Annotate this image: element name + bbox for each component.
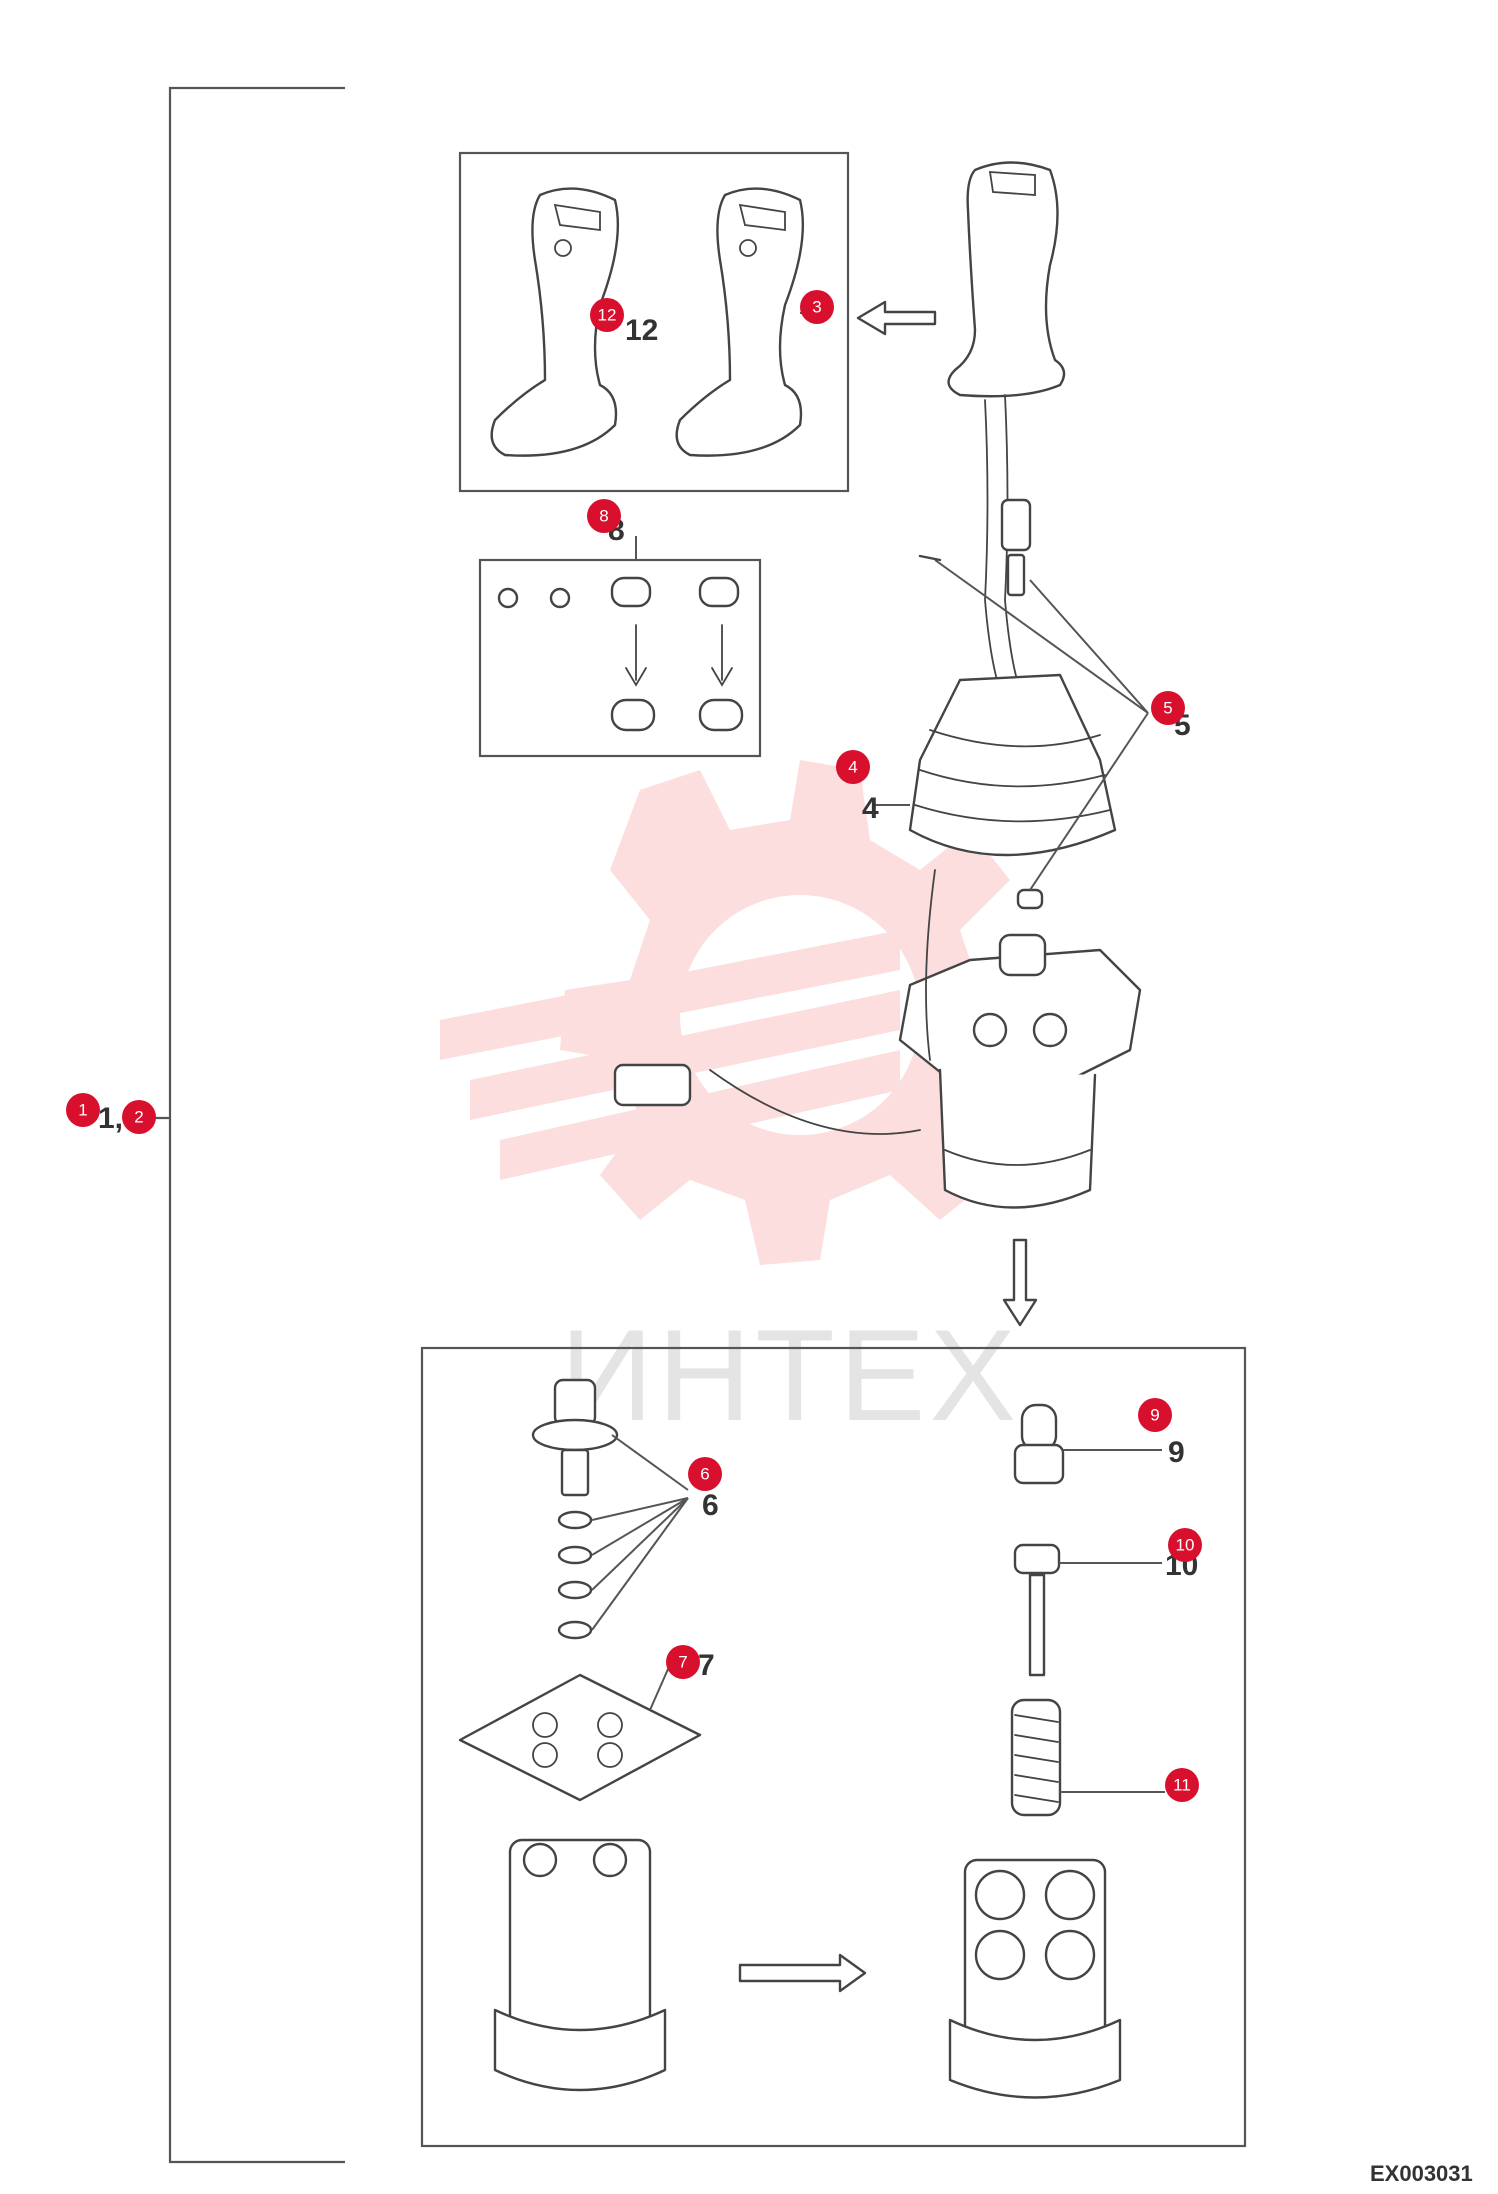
drawing-code: EX003031 — [1370, 2161, 1473, 2186]
spring — [1010, 1698, 1062, 1817]
badge-7[interactable]: 7 — [666, 1645, 700, 1679]
seals-box — [478, 558, 762, 758]
badge-3[interactable]: 3 — [800, 290, 834, 324]
badge-1[interactable]: 1 — [66, 1093, 100, 1127]
badge-4[interactable]: 4 — [836, 750, 870, 784]
label-4: 4 — [862, 792, 879, 825]
pilot-valve-body — [613, 869, 1142, 1209]
seal-set — [497, 576, 744, 732]
svg-text:8: 8 — [599, 507, 608, 526]
cover-plate — [458, 1673, 702, 1802]
badge-11[interactable]: 11 — [1165, 1768, 1199, 1802]
rubber-boot — [908, 673, 1117, 910]
badge-8[interactable]: 8 — [587, 499, 621, 533]
handle-right — [675, 187, 805, 457]
handle-left — [490, 187, 620, 457]
badge-6[interactable]: 6 — [688, 1457, 722, 1491]
svg-text:3: 3 — [812, 298, 821, 317]
svg-text:4: 4 — [848, 758, 857, 777]
label-7: 7 — [698, 1649, 715, 1682]
part-number-labels: 1, 2 4 5 6 7 8 9 10 12 — [98, 314, 1198, 1682]
badge-10[interactable]: 10 — [1168, 1528, 1202, 1562]
badge-9[interactable]: 9 — [1138, 1398, 1172, 1432]
label-6: 6 — [702, 1489, 719, 1522]
watermark-logo — [440, 760, 1040, 1265]
valve-housing-left — [493, 1838, 667, 2092]
valve-housing-right — [948, 1858, 1122, 2099]
svg-text:11: 11 — [1173, 1776, 1191, 1795]
label-12: 12 — [625, 314, 658, 347]
plunger — [1013, 1403, 1065, 1485]
svg-text:5: 5 — [1163, 699, 1172, 718]
arrow-right — [738, 1953, 867, 1993]
handles-box — [458, 151, 850, 493]
badge-2[interactable]: 2 — [122, 1100, 156, 1134]
label-9: 9 — [1168, 1436, 1185, 1469]
svg-text:2: 2 — [134, 1108, 143, 1127]
pusher-assembly — [531, 1378, 619, 1640]
svg-text:6: 6 — [700, 1465, 709, 1484]
svg-text:9: 9 — [1150, 1406, 1159, 1425]
svg-text:7: 7 — [678, 1653, 687, 1672]
svg-text:10: 10 — [1176, 1536, 1195, 1555]
arrow-left — [856, 300, 937, 336]
watermark-text: ИНТЕХ — [560, 1302, 1020, 1448]
arrow-down — [1002, 1238, 1038, 1327]
spring-seat — [1013, 1543, 1061, 1677]
badge-12[interactable]: 12 — [590, 298, 624, 332]
assembly-bracket — [168, 86, 345, 2164]
svg-text:12: 12 — [598, 306, 617, 325]
components-box — [420, 1346, 1247, 2148]
leader-lines — [591, 312, 1165, 1793]
svg-text:1: 1 — [78, 1101, 87, 1120]
joystick-handle — [947, 161, 1066, 691]
badge-5[interactable]: 5 — [1151, 691, 1185, 725]
